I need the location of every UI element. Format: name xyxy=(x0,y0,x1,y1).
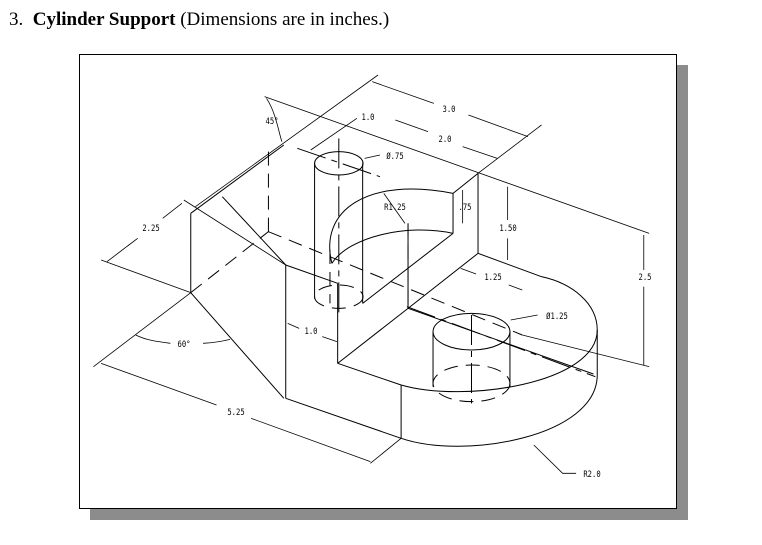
drawing-frame xyxy=(79,54,677,509)
center-lines xyxy=(297,138,595,403)
dim-0-75: .75 xyxy=(458,203,472,213)
exercise-title: Cylinder Support xyxy=(32,9,176,30)
dim-pin-diameter: Ø.75 xyxy=(386,152,404,162)
dim-1-0-lower: 1.0 xyxy=(304,327,318,337)
dim-angle-60: 60° xyxy=(177,340,191,350)
dim-1-25: 1.25 xyxy=(484,273,502,283)
dim-r1-25: R1.25 xyxy=(384,203,406,213)
exercise-number: 3. xyxy=(9,9,24,30)
exercise-note: (Dimensions are in inches.) xyxy=(180,9,390,30)
hidden-lines xyxy=(191,152,522,402)
dim-angle-45: 45° xyxy=(265,117,279,127)
dim-2-5: 2.5 xyxy=(638,273,652,283)
isometric-drawing xyxy=(80,50,683,510)
dim-5-25: 5.25 xyxy=(227,408,245,418)
dim-1-50: 1.50 xyxy=(499,224,517,234)
solid-edges xyxy=(191,145,597,446)
dim-3-0: 3.0 xyxy=(442,105,456,115)
dim-2-0: 2.0 xyxy=(438,135,452,145)
exercise-heading: 3. Cylinder Support (Dimensions are in i… xyxy=(9,9,389,31)
dim-hole-diameter: Ø1.25 xyxy=(546,312,568,322)
dim-r2-0: R2.0 xyxy=(583,470,601,480)
dim-1-0-top: 1.0 xyxy=(361,113,375,123)
dim-2-25: 2.25 xyxy=(142,224,160,234)
dimension-lines xyxy=(93,75,649,473)
